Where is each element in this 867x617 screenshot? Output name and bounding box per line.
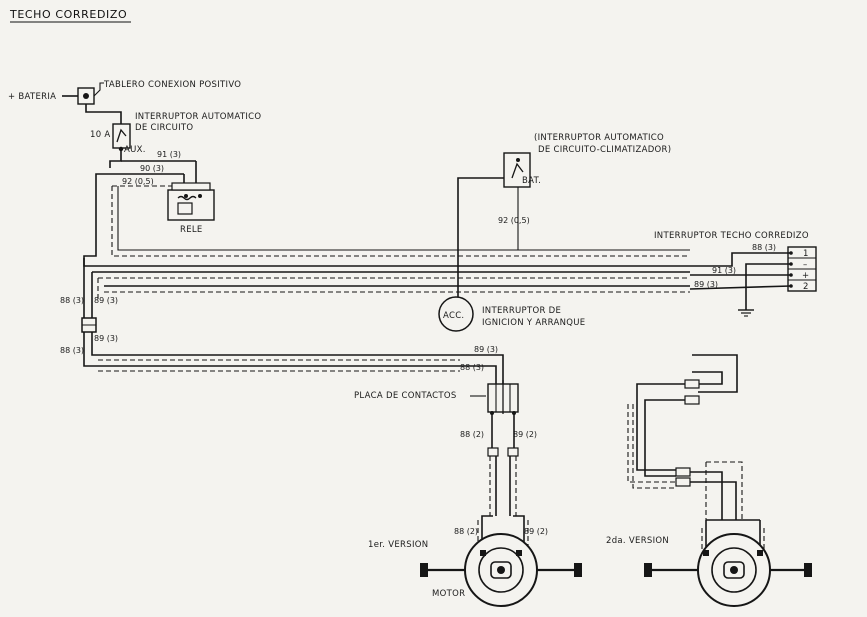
interruptor-auto-label-1: INTERRUPTOR AUTOMATICO [135,112,261,122]
acc-feed-wire [457,177,504,297]
v2-wire-a [692,354,738,393]
ignicion-label-2: IGNICION Y ARRANQUE [482,318,585,328]
ignition-switch [438,296,474,332]
aux-label: AUX. [124,145,146,155]
climatizador-switch-icon [511,162,524,179]
version1-label: 1er. VERSION [368,540,428,550]
wire-91-switch-label: 91 (3) [712,266,736,275]
version2-label: 2da. VERSION [606,536,669,546]
acc-label: ACC. [443,311,464,321]
wire-88-2-label: 88 (2) [460,430,484,439]
rele-pin-b [184,194,188,198]
interruptor-techo-label: INTERRUPTOR TECHO CORREDIZO [654,231,809,241]
fuse-10a-label: 10 A [90,130,111,140]
wire-88-left-a-label: 88 (3) [60,296,84,305]
wire-92-solid [117,186,690,251]
tablero-leader [93,82,104,97]
ground-wire [745,263,791,310]
wire-89-2-label: 89 (2) [513,430,537,439]
wire-88-2-motor-label: 88 (2) [454,527,478,536]
rele-pin-a [198,194,202,198]
terminal-2: 2 [803,282,809,292]
ground-icon [738,309,754,317]
rele-label: RELE [180,225,203,235]
wire-89-placa-label: 89 (3) [474,345,498,354]
wire-89-left-a-label: 89 (3) [94,296,118,305]
diagram-title: TECHO CORREDIZO [9,8,127,21]
wire-89-switch-label: 89 (3) [694,280,718,289]
climatizador-label-2: DE CIRCUITO-CLIMATIZADOR) [538,145,671,155]
motor-label: MOTOR [432,589,465,599]
tablero-to-breaker [85,104,122,124]
wire-89-left-b-label: 89 (3) [94,334,118,343]
wire-89-2-motor-label: 89 (2) [524,527,548,536]
motor-1-icon [420,533,582,607]
lower-wire-88 [83,332,460,367]
wire-92-rele-label: 92 (0,5) [122,177,154,186]
breaker-switch-icon [116,128,127,143]
rele-box [167,189,215,221]
rele-top-terminals [171,182,211,191]
left-trunk-88 [83,173,103,318]
climatizador-terminal [516,158,520,162]
wire-90-label: 90 (3) [140,164,164,173]
v2-wire-b [692,371,723,385]
tablero-terminal [83,93,89,99]
rele-coil-icon [177,195,197,201]
wire-88-switch-label: 88 (3) [752,243,776,252]
placa-wire-88 [460,365,497,384]
interruptor-auto-label-2: DE CIRCUITO [135,123,193,133]
switch-wire-88 [690,252,791,267]
v2-harness-dashed [627,404,676,483]
harness-wire-88-top [83,258,690,267]
placa-wire-89 [460,354,504,384]
v2-harness-1 [636,383,685,471]
ignicion-label-1: INTERRUPTOR DE [482,306,561,316]
switch-wire-89 [689,285,792,290]
lower-wire-89 [91,332,460,356]
bateria-label: + BATERIA [8,92,56,102]
wire-92-bat-label: 92 (0,5) [498,216,530,225]
terminal-minus: – [803,260,808,270]
climatizador-label-1: (INTERRUPTOR AUTOMATICO [534,133,664,143]
wire-91-top-label: 91 (3) [157,150,181,159]
wire-88-placa-label: 88 (3) [460,363,484,372]
placa-label: PLACA DE CONTACTOS [354,391,457,401]
tablero-label: TABLERO CONEXION POSITIVO [103,80,241,90]
motor-2-icon [644,533,812,607]
breaker-down [109,149,122,168]
wire-88-left-b-label: 88 (3) [60,346,84,355]
rele-contact-icon [177,202,193,215]
bat-label: BAT. [522,176,541,186]
terminal-plus: + [802,271,809,281]
terminal-1: 1 [803,249,809,259]
v2-harness-2 [644,399,685,477]
